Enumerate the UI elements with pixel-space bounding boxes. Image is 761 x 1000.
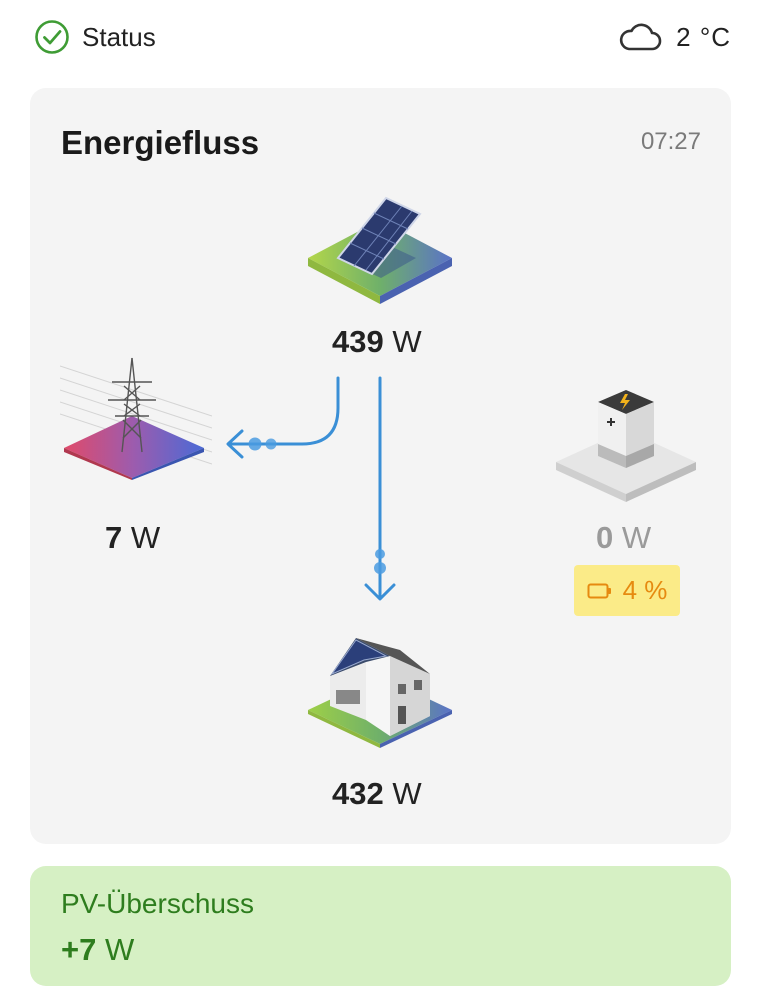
flow-dot: [248, 437, 262, 451]
flow-to-grid-arrow: [226, 376, 340, 459]
battery-storage-icon: [556, 390, 696, 502]
flow-arrows: [226, 376, 396, 601]
status-label: Status: [82, 21, 156, 52]
pv-surplus-label: PV-Überschuss: [61, 888, 254, 919]
grid-power-unit: W: [130, 520, 161, 555]
pv-surplus-number: 7: [79, 932, 97, 967]
pv-power-number: 439: [332, 324, 384, 359]
cloud-icon: [620, 23, 662, 51]
grid-power-value: 7 W: [105, 520, 160, 556]
battery-power-value: 0 W: [596, 520, 651, 556]
card-title: Energiefluss: [61, 124, 260, 161]
grid-power-number: 7: [105, 520, 123, 555]
pv-surplus-card[interactable]: PV-Überschuss +7 W: [30, 866, 731, 986]
pv-surplus-value: +7 W: [61, 932, 134, 968]
flow-to-house-arrow: [364, 376, 396, 601]
pv-surplus-sign: +: [61, 932, 80, 967]
battery-power-unit: W: [621, 520, 652, 555]
house-power-value: 432 W: [332, 776, 422, 812]
pv-power-value: 439 W: [332, 324, 422, 360]
top-bar: Status 2 °C: [0, 0, 761, 76]
energy-flow-card: Energiefluss 07:27: [30, 88, 731, 844]
pv-power-unit: W: [392, 324, 422, 359]
check-circle-icon: [35, 20, 69, 54]
card-timestamp: 07:27: [640, 128, 701, 155]
house-icon: [308, 638, 452, 748]
pv-surplus-unit: W: [104, 932, 135, 967]
weather-widget: 2 °C: [618, 18, 731, 56]
battery-soc-value: 4 %: [622, 575, 668, 605]
house-power-unit: W: [392, 776, 422, 811]
flow-dot: [374, 562, 386, 574]
battery-icon: [587, 583, 611, 598]
status-button[interactable]: Status: [34, 18, 156, 56]
battery-soc-badge: 4 %: [574, 565, 680, 616]
battery-power-number: 0: [596, 520, 614, 555]
flow-dot: [375, 549, 385, 559]
flow-dot: [265, 438, 277, 450]
temperature-value: 2 °C: [676, 21, 731, 52]
power-pylon-icon: [60, 357, 212, 480]
solar-panel-icon: [308, 196, 452, 304]
house-power-number: 432: [332, 776, 384, 811]
